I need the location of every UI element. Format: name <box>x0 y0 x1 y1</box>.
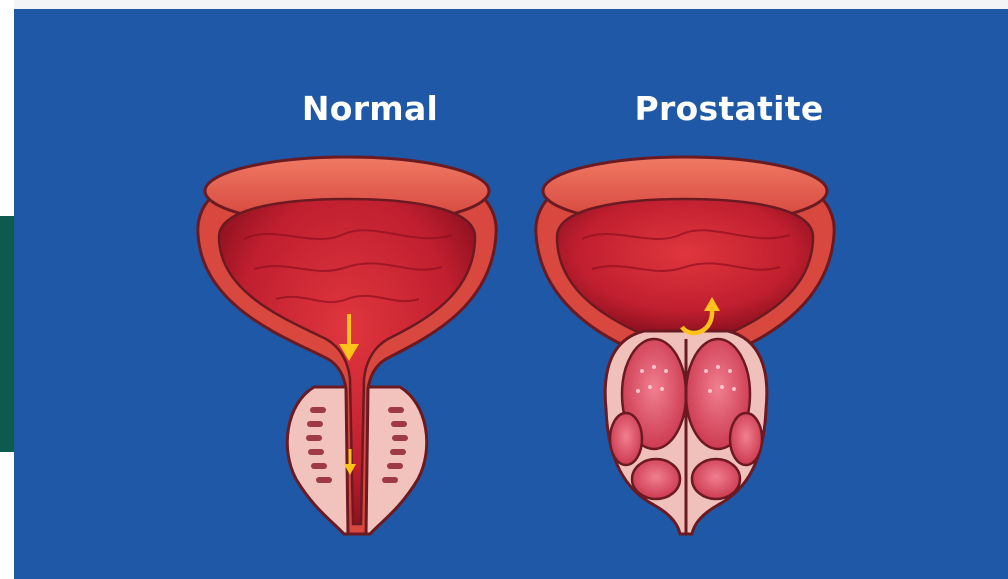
prostatitis-prostate <box>605 331 767 534</box>
normal-organ <box>198 157 496 534</box>
prostatitis-organ <box>536 157 834 534</box>
side-tab <box>0 216 14 452</box>
top-border <box>0 0 1008 9</box>
illustration-panel: Normal Prostatite <box>14 9 1008 579</box>
anatomy-illustration <box>14 9 1008 579</box>
